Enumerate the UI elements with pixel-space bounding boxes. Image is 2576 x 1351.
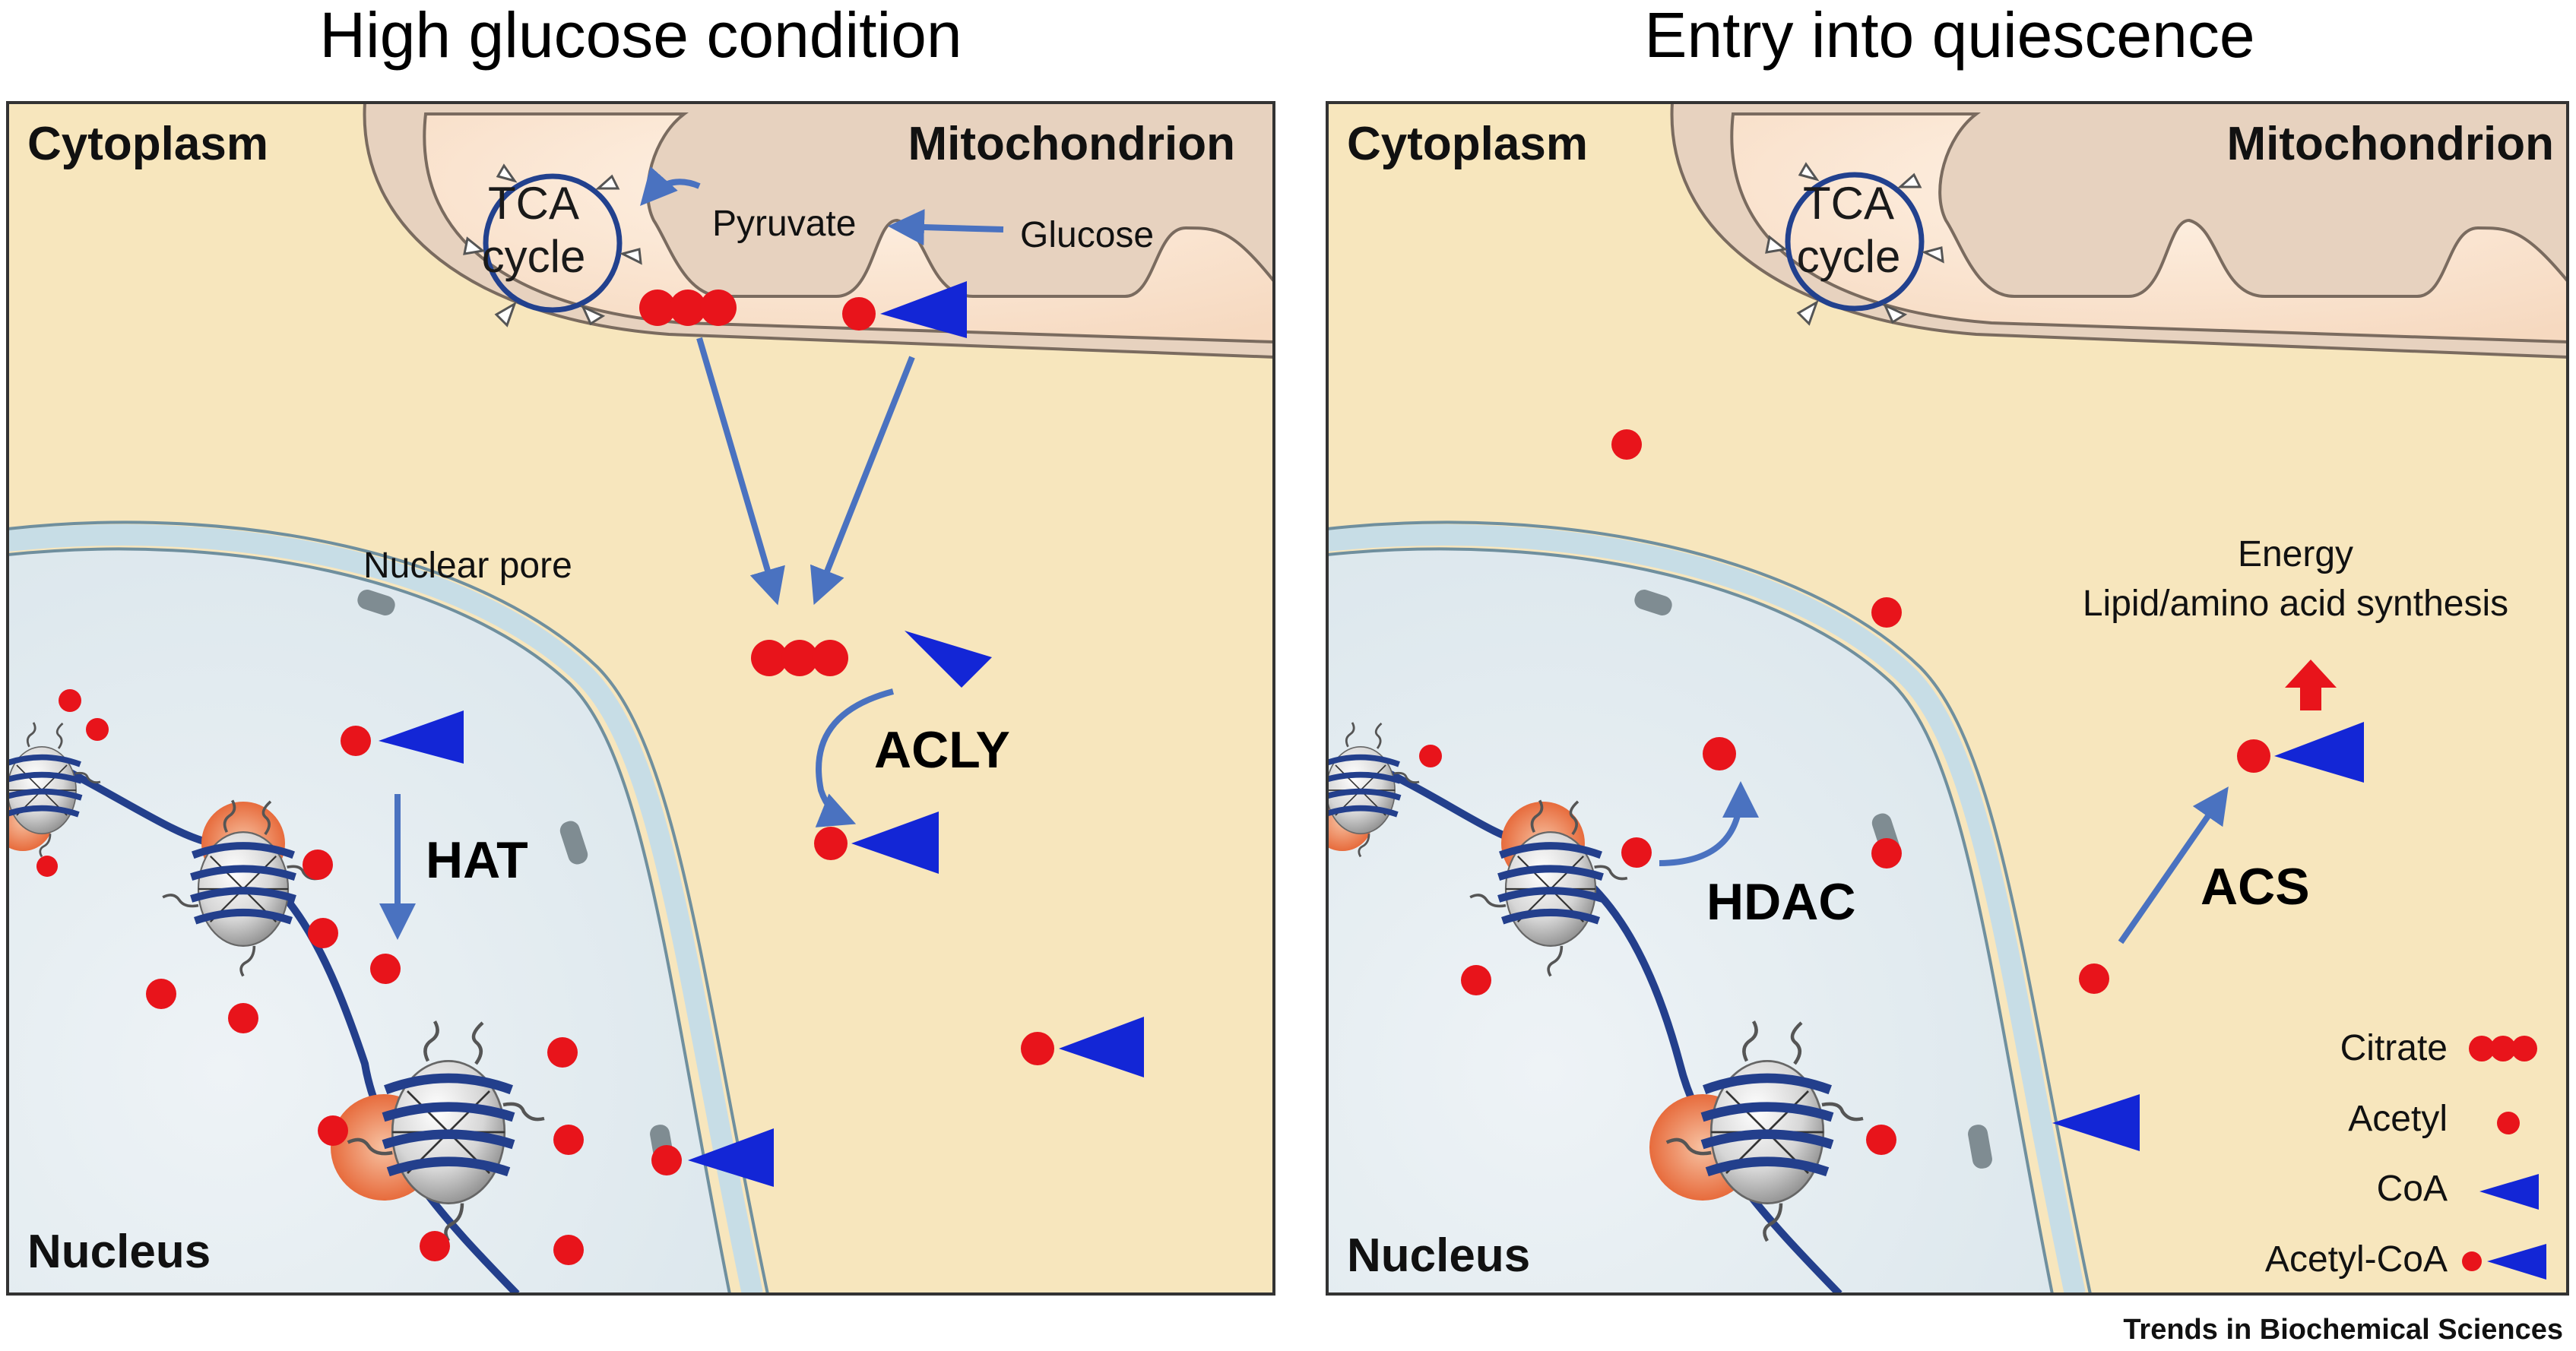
legend-label-citrate: Citrate [2340,1028,2448,1068]
citrate-icon [2469,1036,2537,1062]
legend-label-coa: CoA [2377,1169,2448,1209]
right-nucleus [1327,547,2055,1294]
left-pyruvate-label: Pyruvate [712,204,856,244]
left-free-acetyl-coa [1021,1017,1144,1077]
left-panel: Cytoplasm Mitochondrion TCA cycle Pyruva… [8,103,1274,1294]
right-panel-title: Entry into quiescence [1644,0,2254,71]
glucose-to-pyruvate-arrow [888,209,1004,246]
acly-arrow [815,688,895,827]
left-cytoplasm-coa [905,631,992,688]
right-panel-border [1326,101,2569,1296]
left-tca-label-line2: cycle [482,231,586,282]
left-nuclear-envelope-outer [8,520,769,1294]
left-cytoplasm-citrate [751,640,848,676]
left-mito-citrate [639,290,737,326]
left-tca-label-line1: TCA [488,178,579,229]
left-mitochondrion-label: Mitochondrion [908,118,1235,170]
right-tca-label-line1: TCA [1803,178,1894,229]
hdac-label: HDAC [1706,873,1855,931]
right-nucleus-label: Nucleus [1347,1229,1530,1282]
right-panel: Cytoplasm Mitochondrion TCA cycle HDAC [1327,103,2568,1294]
nuclear-pore-label: Nuclear pore [363,546,572,586]
legend-label-acetyl: Acetyl [2348,1099,2448,1139]
left-acly-product-acetyl-coa [814,812,939,874]
left-nuclear-acetyl-coa [341,710,464,764]
hdac-arrow [1659,781,1759,866]
acs-label: ACS [2201,858,2310,916]
right-nuclear-pore-3 [1968,1125,1992,1169]
right-mitochondrion-matrix [1730,112,2568,344]
left-panel-border [6,101,1275,1296]
acetyl-coa-export-arrow [810,356,915,606]
right-histone-acetyl-marks [1419,745,1896,1155]
hdac-released-acetyl [1703,737,1736,770]
acly-label: ACLY [874,721,1010,779]
acetyl-coa-icon [2462,1244,2546,1280]
journal-credit: Trends in Biochemical Sciences [2123,1314,2563,1346]
legend-label-acetyl-coa: Acetyl-CoA [2265,1239,2448,1280]
left-glucose-label: Glucose [1020,215,1154,255]
left-cytoplasm-label: Cytoplasm [27,118,268,170]
right-free-coa [2052,1094,2140,1151]
left-nuclear-pore-1 [357,590,395,615]
pyruvate-to-tca-arrow [640,166,701,206]
energy-label: Energy [2238,534,2353,574]
left-mito-acetyl-coa [842,281,967,338]
acs-product-acetyl-coa [2237,722,2364,783]
left-nucleus [8,547,732,1294]
synthesis-label: Lipid/amino acid synthesis [2083,584,2508,624]
citrate-export-arrow [696,337,785,606]
acs-substrate-acetyl [2079,963,2109,994]
acetyl-icon [2497,1112,2520,1134]
left-panel-title: High glucose condition [319,0,962,71]
legend: Citrate Acetyl CoA Acetyl-CoA [2265,1028,2546,1280]
left-nuclear-pore-2 [559,821,588,865]
acs-arrow [2118,786,2229,944]
right-free-acetyl [1611,429,1902,868]
red-up-arrow-icon [2285,660,2337,710]
left-nuclear-envelope [8,524,763,1294]
right-nuclear-envelope-outer [1327,520,2092,1294]
hat-label: HAT [426,831,528,889]
right-tca-label-line2: cycle [1797,231,1901,282]
left-nucleus-label: Nucleus [27,1226,211,1278]
right-nuclear-envelope [1327,524,2086,1294]
right-nuclear-pore-1 [1634,590,1672,615]
coa-icon [2479,1174,2539,1210]
left-histone-acetyl-marks [36,689,584,1265]
left-pore-acetyl-coa [651,1128,774,1187]
right-mitochondrion-label: Mitochondrion [2227,118,2554,170]
right-cytoplasm-label: Cytoplasm [1347,118,1588,170]
